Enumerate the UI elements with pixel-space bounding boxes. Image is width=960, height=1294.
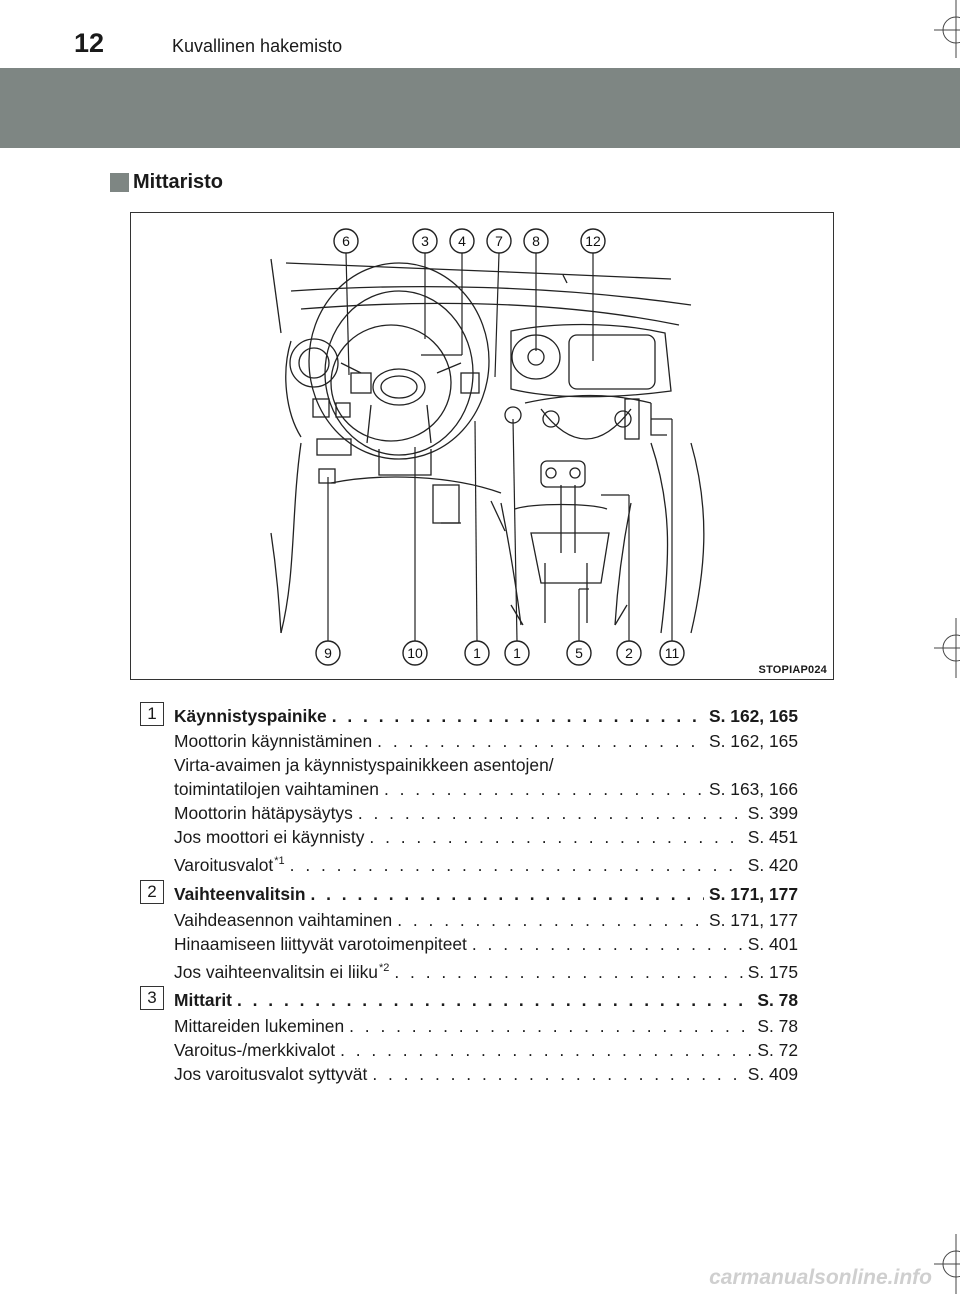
leader-dots	[310, 882, 704, 906]
page-ref: S. 420	[747, 855, 798, 875]
page-ref: S. 162, 165	[709, 706, 798, 726]
leader-dots	[472, 932, 743, 956]
callout-7: 7	[495, 233, 503, 249]
heading-label: Vaihteenvalitsin	[174, 884, 306, 904]
dashboard-drawing: 6 3 4 7 8 12 9 10 1 1 5 2 11	[270, 228, 705, 666]
page-ref: S. 78	[757, 1016, 798, 1036]
heading-label: Käynnistyspainike	[174, 706, 327, 726]
crop-mark-bottom-right	[934, 1234, 960, 1294]
callout-12: 12	[585, 233, 601, 249]
entry-item: Jos vaihteenvalitsin ei liiku*2 S. 175	[174, 956, 798, 982]
entry-marker-2: 2	[140, 880, 164, 904]
section-heading: Mittaristo	[110, 170, 223, 194]
page-ref: S. 451	[747, 827, 798, 847]
entry-item: Jos varoitusvalot syttyvät S. 409	[174, 1062, 798, 1086]
heading-label: Mittarit	[174, 990, 232, 1010]
figure-code: STOPIAP024	[758, 664, 827, 676]
callout-9: 9	[324, 645, 332, 661]
item-label: Mittareiden lukeminen	[174, 1016, 345, 1036]
entry-item: toimintatilojen vaihtaminen S. 163, 166	[174, 777, 798, 801]
entry-heading: Mittarit S. 78	[174, 988, 798, 1012]
footnote-marker: *1	[274, 855, 285, 867]
chapter-title: Kuvallinen hakemisto	[172, 36, 343, 56]
section-title: Mittaristo	[133, 170, 223, 193]
entry-item: Moottorin käynnistäminen S. 162, 165	[174, 729, 798, 753]
callout-1a: 1	[473, 645, 481, 661]
leader-dots	[397, 908, 704, 932]
page-header: 12 Kuvallinen hakemisto	[0, 0, 960, 66]
callouts-top	[333, 228, 606, 254]
leader-dots	[372, 1062, 742, 1086]
entry-item: Jos moottori ei käynnisty S. 451	[174, 825, 798, 849]
entry-item: Virta-avaimen ja käynnistyspainikkeen as…	[174, 753, 798, 777]
leader-dots	[369, 825, 742, 849]
watermark: carmanualsonline.info	[709, 1266, 932, 1289]
page-ref: S. 399	[747, 803, 798, 823]
leader-dots	[332, 704, 704, 728]
leader-dots	[377, 729, 704, 753]
page-ref: S. 171, 177	[709, 910, 798, 930]
item-label: Varoitusvalot	[174, 855, 274, 875]
item-label: Hinaamiseen liittyvät varotoimenpiteet	[174, 934, 467, 954]
page-ref: S. 401	[747, 934, 798, 954]
section-square-icon	[110, 172, 129, 192]
page-ref: S. 78	[757, 990, 798, 1010]
callout-5: 5	[575, 645, 583, 661]
leader-dots	[340, 1038, 752, 1062]
item-label: Vaihdeasennon vaihtaminen	[174, 910, 393, 930]
entry-item: Moottorin hätäpysäytys S. 399	[174, 801, 798, 825]
page-ref: S. 72	[757, 1040, 798, 1060]
callout-6: 6	[342, 233, 350, 249]
callout-2: 2	[625, 645, 633, 661]
item-label: Jos varoitusvalot syttyvät	[174, 1064, 368, 1084]
page-ref: S. 171, 177	[709, 884, 798, 904]
entry-marker-1: 1	[140, 702, 164, 726]
callout-8: 8	[532, 233, 540, 249]
dashboard-illustration: 6 3 4 7 8 12 9 10 1 1 5 2 11 STOPIAP024	[130, 212, 834, 680]
entry-item: Hinaamiseen liittyvät varotoimenpiteet S…	[174, 932, 798, 956]
entry-item: Varoitusvalot*1 S. 420	[174, 849, 798, 875]
leader-dots	[349, 1014, 752, 1038]
entry-item: Vaihdeasennon vaihtaminen S. 171, 177	[174, 908, 798, 932]
leader-dots	[384, 777, 704, 801]
leader-dots	[394, 960, 742, 984]
callout-3: 3	[421, 233, 429, 249]
header-band	[0, 68, 960, 148]
page-ref: S. 175	[747, 962, 798, 982]
callout-1b: 1	[513, 645, 521, 661]
crop-mark-top-right	[934, 0, 960, 58]
entry-marker-3: 3	[140, 986, 164, 1010]
page-ref: S. 409	[747, 1064, 798, 1084]
entry-heading: Vaihteenvalitsin S. 171, 177	[174, 882, 798, 906]
entry-item: Varoitus-/merkkivalot S. 72	[174, 1038, 798, 1062]
page-number: 12	[74, 28, 105, 58]
callout-4: 4	[458, 233, 466, 249]
leader-dots	[290, 853, 743, 877]
item-label: Varoitus-/merkkivalot	[174, 1040, 336, 1060]
callout-10: 10	[407, 645, 423, 661]
crop-mark-middle-right	[934, 618, 960, 678]
item-label: toimintatilojen vaihtaminen	[174, 779, 379, 799]
item-label: Virta-avaimen ja käynnistyspainikkeen as…	[174, 755, 554, 775]
entry-item: Mittareiden lukeminen S. 78	[174, 1014, 798, 1038]
entry-heading: Käynnistyspainike S. 162, 165	[174, 704, 798, 728]
item-label: Jos vaihteenvalitsin ei liiku	[174, 962, 378, 982]
leader-dots	[358, 801, 743, 825]
callouts-bottom	[315, 640, 685, 666]
item-label: Moottorin hätäpysäytys	[174, 803, 353, 823]
item-label: Moottorin käynnistäminen	[174, 731, 373, 751]
page-ref: S. 162, 165	[709, 731, 798, 751]
footnote-marker: *2	[378, 962, 390, 974]
leader-dots	[237, 988, 752, 1012]
callout-11: 11	[665, 645, 680, 661]
item-label: Jos moottori ei käynnisty	[174, 827, 365, 847]
page-ref: S. 163, 166	[709, 779, 798, 799]
